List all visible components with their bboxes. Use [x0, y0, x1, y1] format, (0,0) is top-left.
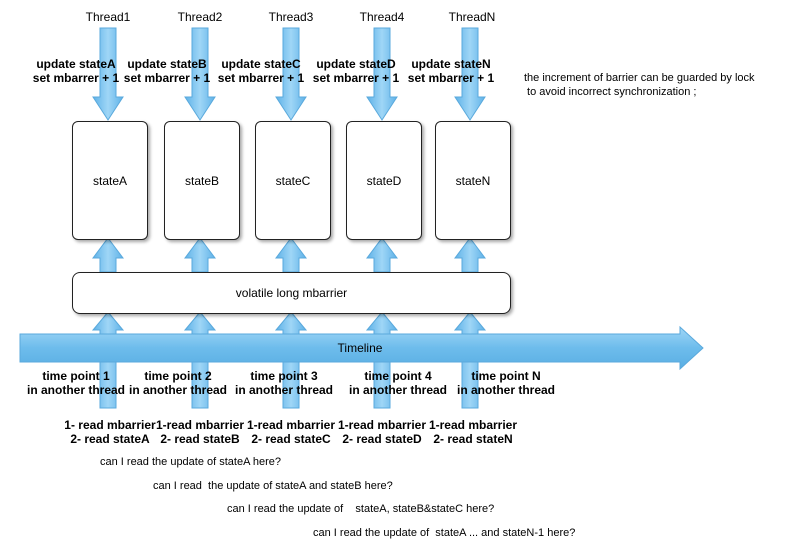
read-line-2: 2- read stateA — [70, 432, 150, 446]
state-box-c: stateC — [255, 121, 331, 240]
barrier-up-arrow-n — [454, 237, 486, 273]
synchronization-note: the increment of barrier can be guarded … — [524, 71, 755, 99]
update-line-2: set mbarrer + 1 — [123, 71, 211, 85]
barrier-up-arrow-d — [366, 237, 398, 273]
state-label: stateC — [275, 173, 311, 188]
update-label-b: update stateB set mbarrer + 1 — [117, 57, 217, 85]
state-label: stateD — [366, 173, 402, 188]
read-steps-n: 1-read mbarrier 2- read stateN — [423, 418, 523, 446]
question-2: can I read the update of stateA and stat… — [153, 480, 393, 492]
time-point-line-1: time point N — [471, 369, 541, 383]
thread-arrow-n — [454, 27, 486, 121]
time-point-2: time point 2 in another thread — [123, 369, 233, 397]
time-point-3: time point 3 in another thread — [229, 369, 339, 397]
thread-arrow-a — [92, 27, 124, 121]
barrier-up-arrow-c — [275, 237, 307, 273]
barrier-label: volatile long mbarrier — [235, 286, 348, 300]
barrier-up-arrow-a — [92, 237, 124, 273]
read-line-1: 1-read mbarrier — [428, 418, 518, 432]
read-steps-d: 1-read mbarrier 2- read stateD — [332, 418, 432, 446]
update-line-1: update stateB — [127, 57, 207, 71]
time-point-line-2: in another thread — [26, 383, 125, 397]
question-3: can I read the update of stateA, stateB&… — [227, 503, 495, 515]
timeline-arrow — [19, 325, 704, 371]
time-point-line-2: in another thread — [348, 383, 447, 397]
read-steps-a: 1- read mbarrier 2- read stateA — [60, 418, 160, 446]
thread-label-4: Thread4 — [359, 10, 405, 24]
read-line-2: 2- read stateC — [251, 432, 331, 446]
question-1: can I read the update of stateA here? — [100, 456, 282, 468]
update-line-1: update stateC — [221, 57, 301, 71]
thread-label-1: Thread1 — [85, 10, 131, 24]
update-line-2: set mbarrer + 1 — [312, 71, 400, 85]
time-point-line-2: in another thread — [234, 383, 333, 397]
state-label: stateB — [184, 173, 220, 188]
time-point-line-1: time point 3 — [250, 369, 318, 383]
time-point-line-1: time point 4 — [364, 369, 432, 383]
thread-arrow-d — [366, 27, 398, 121]
update-label-d: update stateD set mbarrer + 1 — [306, 57, 406, 85]
read-line-2: 2- read stateB — [160, 432, 240, 446]
note-line-1: the increment of barrier can be guarded … — [524, 72, 755, 84]
time-point-line-1: time point 1 — [42, 369, 110, 383]
state-label: stateA — [92, 173, 128, 188]
read-line-1: 1- read mbarrier — [64, 418, 156, 432]
state-box-b: stateB — [164, 121, 240, 240]
state-box-a: stateA — [72, 121, 148, 240]
update-label-c: update stateC set mbarrer + 1 — [211, 57, 311, 85]
read-steps-b: 1-read mbarrier 2- read stateB — [150, 418, 250, 446]
state-box-n: stateN — [435, 121, 511, 240]
read-line-2: 2- read stateN — [433, 432, 513, 446]
state-label: stateN — [455, 173, 491, 188]
update-line-1: update stateN — [411, 57, 491, 71]
read-line-2: 2- read stateD — [342, 432, 422, 446]
update-line-2: set mbarrer + 1 — [407, 71, 495, 85]
time-point-4: time point 4 in another thread — [343, 369, 453, 397]
read-line-1: 1-read mbarrier — [246, 418, 336, 432]
time-point-line-2: in another thread — [456, 383, 555, 397]
update-line-1: update stateA — [36, 57, 116, 71]
time-point-line-1: time point 2 — [144, 369, 212, 383]
update-line-1: update stateD — [316, 57, 396, 71]
thread-label-n: ThreadN — [448, 10, 496, 24]
barrier-box: volatile long mbarrier — [72, 272, 511, 314]
thread-label-3: Thread3 — [268, 10, 314, 24]
note-line-2: to avoid incorrect synchronization ; — [524, 86, 697, 98]
update-label-n: update stateN set mbarrer + 1 — [401, 57, 501, 85]
update-label-a: update stateA set mbarrer + 1 — [26, 57, 126, 85]
read-line-1: 1-read mbarrier — [337, 418, 427, 432]
read-steps-c: 1-read mbarrier 2- read stateC — [241, 418, 341, 446]
state-box-d: stateD — [346, 121, 422, 240]
timeline-label: Timeline — [337, 341, 383, 355]
thread-arrow-b — [184, 27, 216, 121]
time-point-line-2: in another thread — [128, 383, 227, 397]
thread-arrow-c — [275, 27, 307, 121]
time-point-n: time point N in another thread — [451, 369, 561, 397]
barrier-up-arrow-b — [184, 237, 216, 273]
thread-label-2: Thread2 — [177, 10, 223, 24]
time-point-1: time point 1 in another thread — [21, 369, 131, 397]
update-line-2: set mbarrer + 1 — [217, 71, 305, 85]
question-4: can I read the update of stateA ... and … — [313, 527, 576, 539]
read-line-1: 1-read mbarrier — [155, 418, 245, 432]
update-line-2: set mbarrer + 1 — [32, 71, 120, 85]
